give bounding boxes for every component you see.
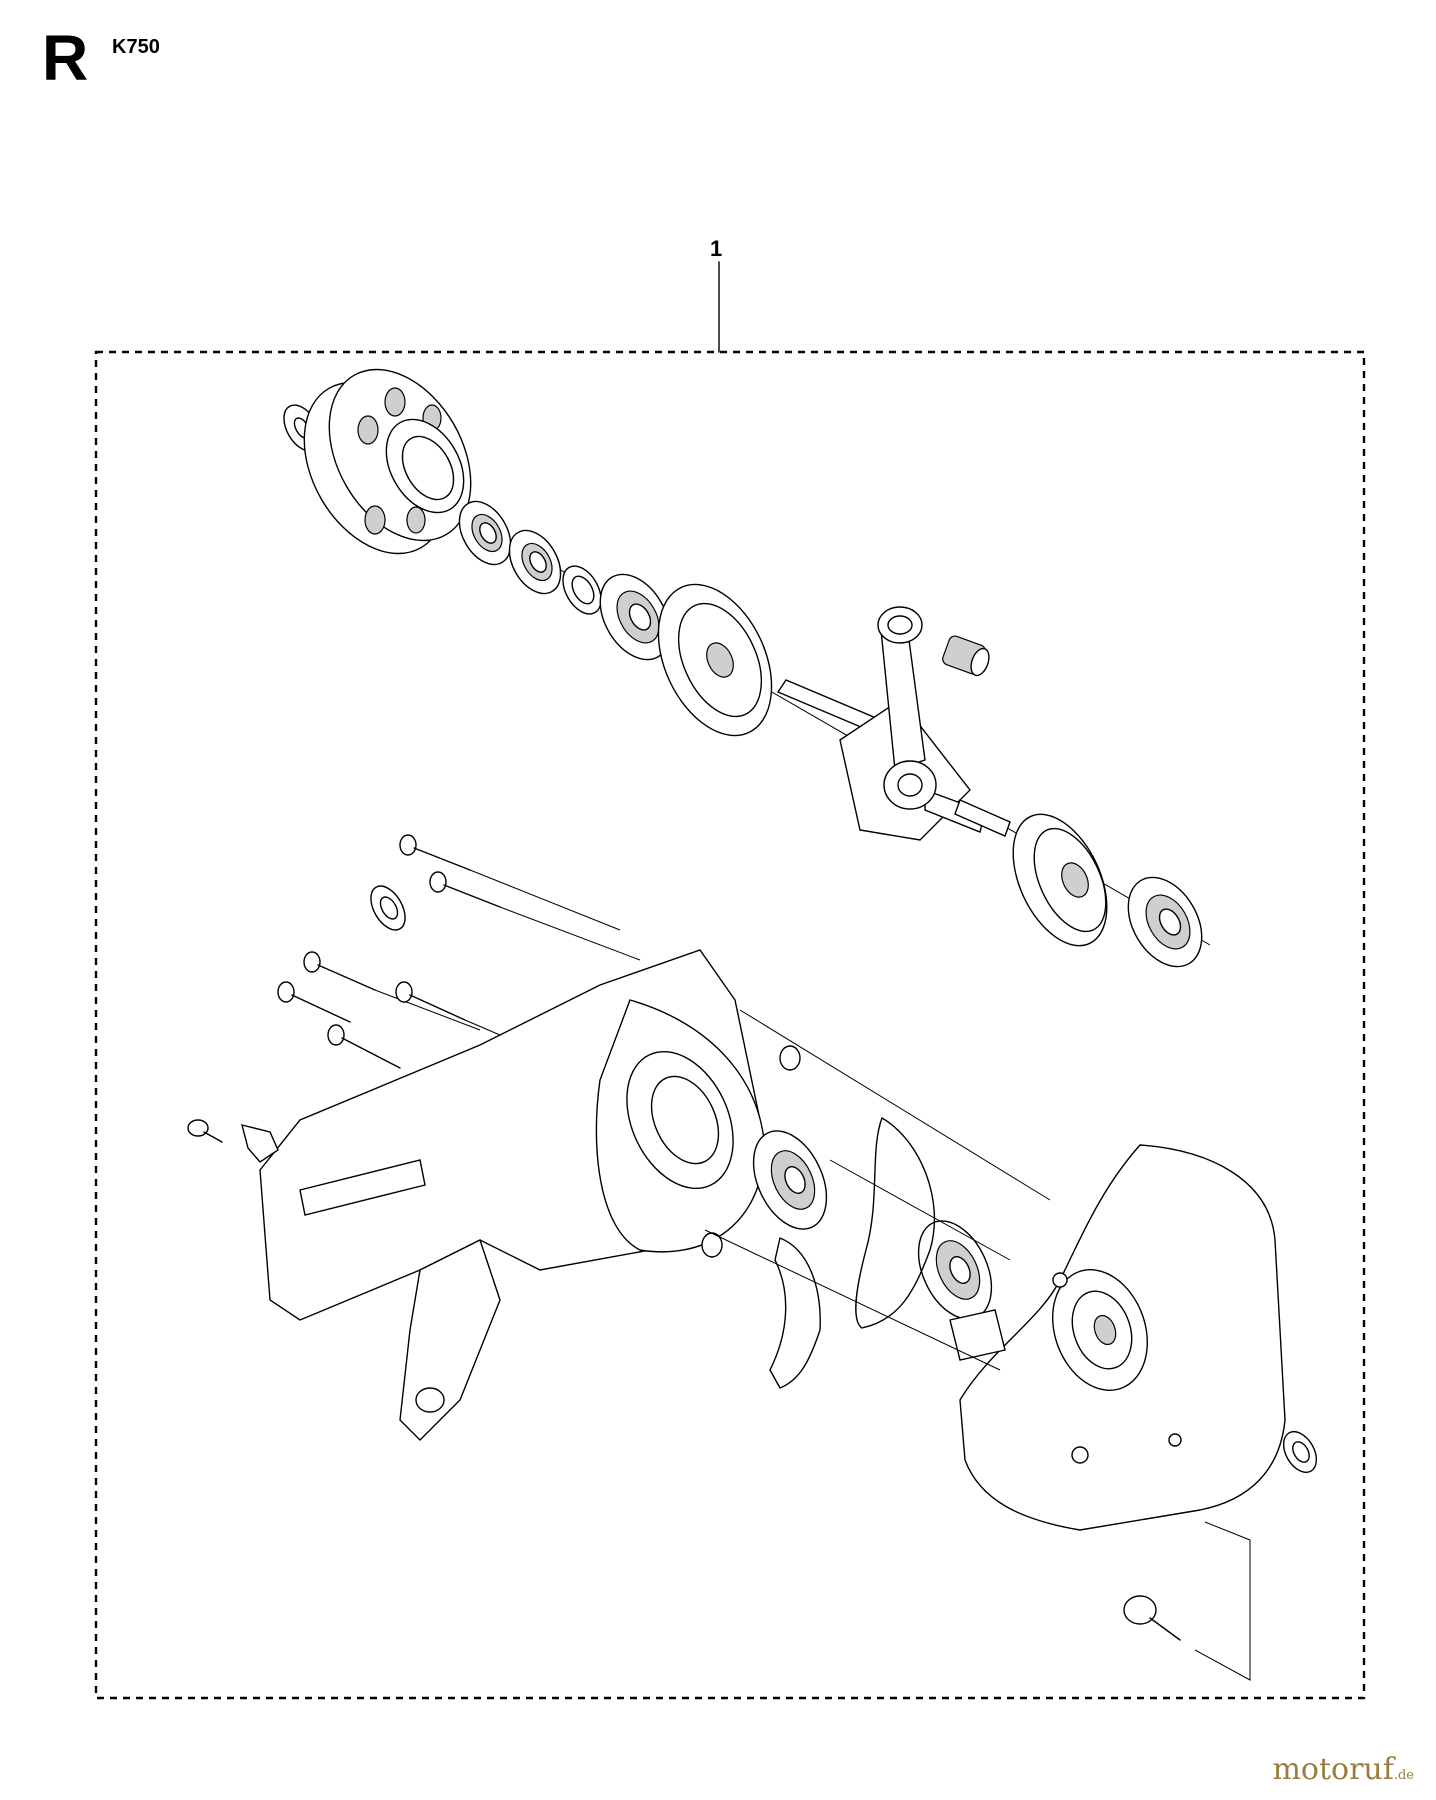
gasket-1 [855, 1117, 936, 1329]
oil-seal-left [370, 885, 406, 931]
bolts [277, 834, 641, 1069]
gasket-2 [769, 1237, 821, 1389]
bearing-2 [508, 529, 562, 595]
crank-web-left [657, 583, 773, 737]
watermark-tld: .de [1393, 1768, 1414, 1783]
clutch-drum [303, 368, 472, 555]
bearing-1 [458, 500, 512, 566]
oil-seal-right [1282, 1431, 1318, 1473]
connecting-rod [877, 606, 937, 810]
screw-bottom-right [1123, 1595, 1181, 1641]
crankcase-left-half [259, 949, 766, 1441]
bearing-crankcase-1 [752, 1130, 828, 1230]
main-bearing-right [1127, 876, 1203, 968]
needle-bearing [942, 635, 990, 677]
section-letter: R [42, 22, 89, 94]
crank-web-right [1012, 813, 1108, 947]
bolt-1 [399, 834, 621, 931]
bearing-crankcase-2 [917, 1220, 993, 1320]
bolt-5 [277, 981, 351, 1023]
bolt-6 [327, 1024, 401, 1069]
model-label: K750 [112, 36, 160, 58]
callout-number-1: 1 [710, 236, 723, 261]
bolt-4 [395, 981, 501, 1036]
screw-small-left [187, 1119, 223, 1143]
bolt-3 [303, 951, 481, 1031]
watermark: motoruf.de [1272, 1752, 1414, 1787]
watermark-name: motoruf [1272, 1752, 1394, 1787]
main-bearing-left [599, 573, 671, 661]
bracket-small [241, 1124, 279, 1163]
assembly-guide-lines [704, 1009, 1251, 1681]
dowel-pin-1 [779, 1045, 801, 1071]
assembly-dashed-box [94, 350, 1366, 1700]
bolt-2 [429, 871, 641, 961]
seal-ring [562, 565, 602, 615]
crankcase-right-half [949, 1144, 1286, 1531]
